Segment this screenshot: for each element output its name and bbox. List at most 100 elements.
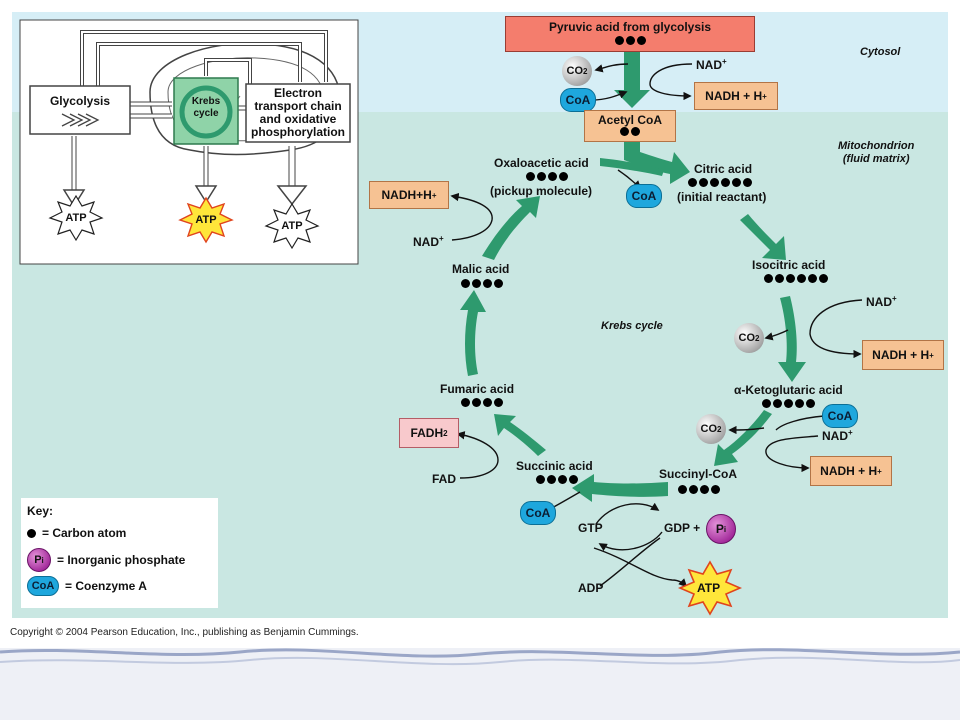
arrow-co2-out-top	[594, 63, 629, 73]
co2-iso-text: CO	[738, 332, 756, 344]
isocitric-carbons	[764, 274, 828, 284]
nadh-keto-text: NADH + H	[820, 464, 878, 478]
inset-atp-2: ATP	[195, 214, 217, 226]
key-pi-symbol: P	[34, 554, 42, 566]
nad-keto: NAD+	[822, 428, 853, 443]
inset-glycolysis-label: Glycolysis	[49, 94, 111, 108]
pyruvic-acid-label: Pyruvic acid from glycolysis	[548, 20, 712, 34]
atp-label: ATP	[697, 581, 721, 595]
adp-label: ADP	[578, 581, 604, 595]
arrow-co2-iso	[764, 329, 789, 341]
gdp-label: GDP +	[664, 521, 701, 535]
cycle-arrows	[460, 48, 806, 502]
arrow-isocitric-to-keto	[778, 296, 806, 382]
nadh-box-left: NADH+H+	[369, 181, 449, 209]
inset-etc-line4: phosphorylation	[251, 125, 345, 139]
nadh-box-top: NADH + H+	[694, 82, 778, 110]
inset-etc-line3: and oxidative	[259, 112, 337, 126]
gtp-label: GTP	[578, 521, 603, 535]
oxaloacetic-label: Oxaloacetic acid	[494, 156, 589, 170]
arrow-gtp-gdp-top	[595, 502, 660, 525]
arrow-acetyl-to-citric	[624, 140, 690, 184]
fad-label: FAD	[432, 472, 456, 486]
wave-line-2	[0, 656, 960, 666]
inset-krebs-line2: cycle	[193, 108, 219, 119]
key-carbon-dot	[27, 528, 36, 538]
arrow-co2-keto	[728, 425, 765, 435]
arrow-nad-keto	[765, 435, 819, 473]
arrow-nad-left	[450, 192, 493, 241]
bottom-band	[0, 648, 960, 720]
arrow-succinyl-to-succinic	[572, 474, 668, 502]
mitochondrion-line1: Mitochondrion	[838, 140, 915, 152]
key-carbon-row: = Carbon atom	[27, 526, 126, 540]
arrow-keto-to-succinyl	[714, 410, 772, 466]
nadh-left-text: NADH+H	[381, 188, 432, 202]
coa-keto: CoA	[822, 404, 858, 428]
arrow-nad-iso	[809, 299, 863, 359]
arrow-fad	[456, 431, 499, 479]
co2-top-text: CO	[566, 65, 584, 77]
acetyl-coa-label: Acetyl CoA	[597, 113, 662, 127]
mitochondrion-line2: (fluid matrix)	[842, 153, 910, 165]
nadh-iso-text: NADH + H	[872, 348, 930, 362]
pi-reaction-text: P	[715, 522, 724, 536]
arrow-malic-to-oxalo	[482, 196, 540, 260]
nad-top-text: NAD	[696, 58, 722, 72]
coa-top: CoA	[560, 88, 596, 112]
nad-left-text: NAD	[413, 235, 439, 249]
pyruvic-carbons	[615, 36, 646, 46]
fumaric-label: Fumaric acid	[440, 382, 515, 396]
inset-etc-line1: Electron	[273, 86, 322, 100]
arrow-adp-line	[599, 537, 661, 587]
acetyl-carbons	[620, 127, 640, 137]
krebs-cycle-label: Krebs cycle	[601, 320, 663, 332]
mitochondrion-label: Mitochondrion (fluid matrix)	[838, 140, 914, 166]
wave-line	[0, 648, 960, 658]
ketoglutaric-label: α-Ketoglutaric acid	[734, 383, 843, 397]
copyright-text: Copyright © 2004 Pearson Education, Inc.…	[10, 627, 359, 638]
inset-atp-3: ATP	[281, 220, 303, 232]
arrow-fumaric-to-malic	[460, 290, 486, 376]
nadh-box-keto: NADH + H+	[810, 456, 892, 486]
key-carbon-text: = Carbon atom	[42, 526, 127, 540]
fadh2-text: FADH	[410, 426, 444, 440]
succinic-carbons	[536, 475, 578, 485]
citric-label: Citric acid	[694, 162, 753, 176]
atp-burst-bottom	[677, 560, 743, 616]
pyruvic-acid-box: Pyruvic acid from glycolysis	[505, 16, 755, 52]
succinyl-carbons	[678, 485, 720, 495]
coa-succinic: CoA	[520, 501, 556, 525]
malic-carbons	[461, 279, 503, 289]
nad-iso: NAD+	[866, 294, 897, 309]
cytosol-label: Cytosol	[860, 46, 901, 58]
nad-keto-text: NAD	[822, 429, 848, 443]
arrow-coa-keto	[775, 415, 825, 431]
arrow-adp-atp	[593, 547, 688, 588]
fumaric-carbons	[461, 398, 503, 408]
reaction-arrows	[450, 63, 863, 588]
inset-etc-label: Electron transport chain and oxidative p…	[248, 87, 348, 139]
inset-atp-1: ATP	[65, 212, 87, 224]
oxaloacetic-carbons	[526, 172, 568, 182]
nad-iso-text: NAD	[866, 295, 892, 309]
key-coenzyme-row: CoA = Coenzyme A	[27, 576, 147, 596]
key-coenzyme-text: = Coenzyme A	[65, 579, 147, 593]
inset-krebs-line1: Krebs	[191, 96, 221, 107]
inset-krebs-label: Krebs cycle	[184, 96, 228, 120]
key-title: Key:	[27, 504, 54, 518]
key-phosphate-text: = Inorganic phosphate	[57, 553, 186, 567]
key-coa-icon: CoA	[27, 576, 59, 596]
succinyl-coa-label: Succinyl-CoA	[659, 467, 738, 481]
ketoglutaric-carbons	[762, 399, 815, 409]
citric-note: (initial reactant)	[677, 190, 767, 204]
